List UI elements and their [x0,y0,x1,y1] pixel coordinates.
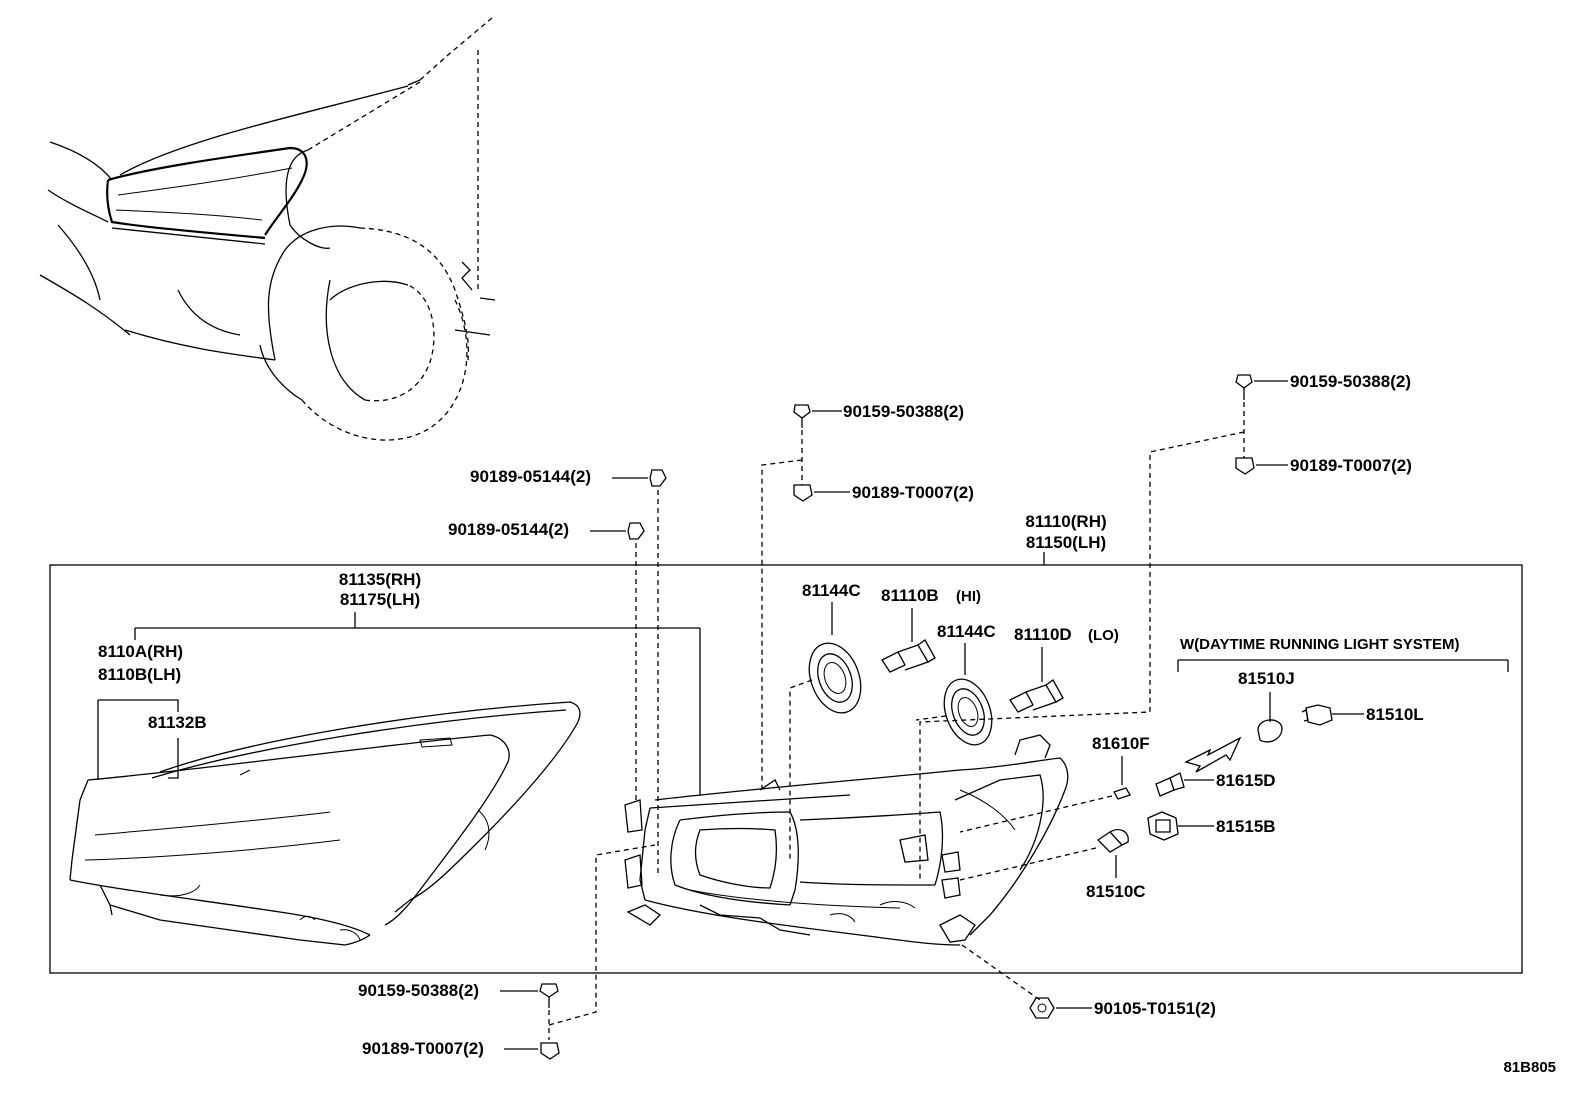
frame-label-rh: 81110(RH) [1025,512,1106,531]
drl-socket-81615D-icon [1155,772,1185,797]
lens-sub-label-rh: 8110A(RH) [98,642,183,661]
vehicle-front-illustration [39,17,496,441]
drl-bulb-81510J-icon [1257,719,1283,743]
socket-right-label: 81144C [937,622,996,641]
bulb-lo-code: 81110D [1014,625,1072,644]
fastener-label-screw-bottom: 90159-50388(2) [358,981,479,1000]
drl-bulb-81510C-icon [1096,828,1129,853]
fastener-label-bolt-bottom-right: 90105-T0151(2) [1094,999,1216,1018]
bolt-bottom-right-icon [1029,997,1055,1019]
assembly-frame [49,564,1523,974]
drl-part-81615D: 81615D [1216,771,1276,790]
bulb-lo-icon [1009,679,1064,713]
fastener-label-screw-top-mid: 90159-50388(2) [843,402,964,421]
direction-arrow-icon [1184,736,1242,773]
drl-part-81510L: 81510L [1366,705,1424,724]
fastener-label-nut-top-mid: 90189-T0007(2) [852,483,974,502]
nut-top-mid-icon [793,484,813,502]
part-81610F-label: 81610F [1092,734,1150,753]
nut-top-right-icon [1235,457,1255,475]
bulb-lo-tag: (LO) [1088,627,1119,644]
headlamp-housing-illustration [624,734,1069,946]
socket-right-ring-icon [943,678,993,746]
drl-part-81510C: 81510C [1086,882,1146,901]
bulb-hi-code: 81110B [881,586,939,605]
fastener-label-nut-bottom: 90189-T0007(2) [362,1039,484,1058]
socket-left-ring-icon [808,642,862,714]
drl-part-81510J: 81510J [1238,669,1295,688]
headlamp-lens-illustration [69,701,581,946]
drl-system-title: W(DAYTIME RUNNING LIGHT SYSTEM) [1180,636,1459,653]
fastener-label-screw-top-right: 90159-50388(2) [1290,372,1411,391]
diagram-code: 81B805 [1503,1059,1556,1076]
screw-bottom-icon [539,983,559,998]
nut-bottom-icon [540,1042,560,1060]
bulb-hi-icon [881,639,936,673]
drl-socket-81515B-icon [1147,811,1179,841]
fastener-label-clip-a: 90189-05144(2) [470,467,591,486]
part-81610F-icon [1113,787,1131,800]
drl-socket-81510L-icon [1301,704,1333,726]
lens-sub-label-lh: 8110B(LH) [98,665,181,684]
part-81132B-label: 81132B [148,713,207,732]
fastener-label-nut-top-right: 90189-T0007(2) [1290,456,1412,475]
lens-assembly-label-lh: 81175(LH) [340,590,420,609]
clip-b-icon [627,522,645,540]
drl-part-81515B: 81515B [1216,817,1276,836]
screw-top-mid-icon [793,404,811,419]
fastener-label-clip-b: 90189-05144(2) [448,520,569,539]
screw-top-right-icon [1235,374,1253,389]
frame-label-lh: 81150(LH) [1026,533,1106,552]
bulb-hi-tag: (HI) [956,588,981,605]
socket-left-label: 81144C [802,581,861,600]
clip-a-icon [649,469,667,487]
lens-assembly-label-rh: 81135(RH) [339,570,421,589]
